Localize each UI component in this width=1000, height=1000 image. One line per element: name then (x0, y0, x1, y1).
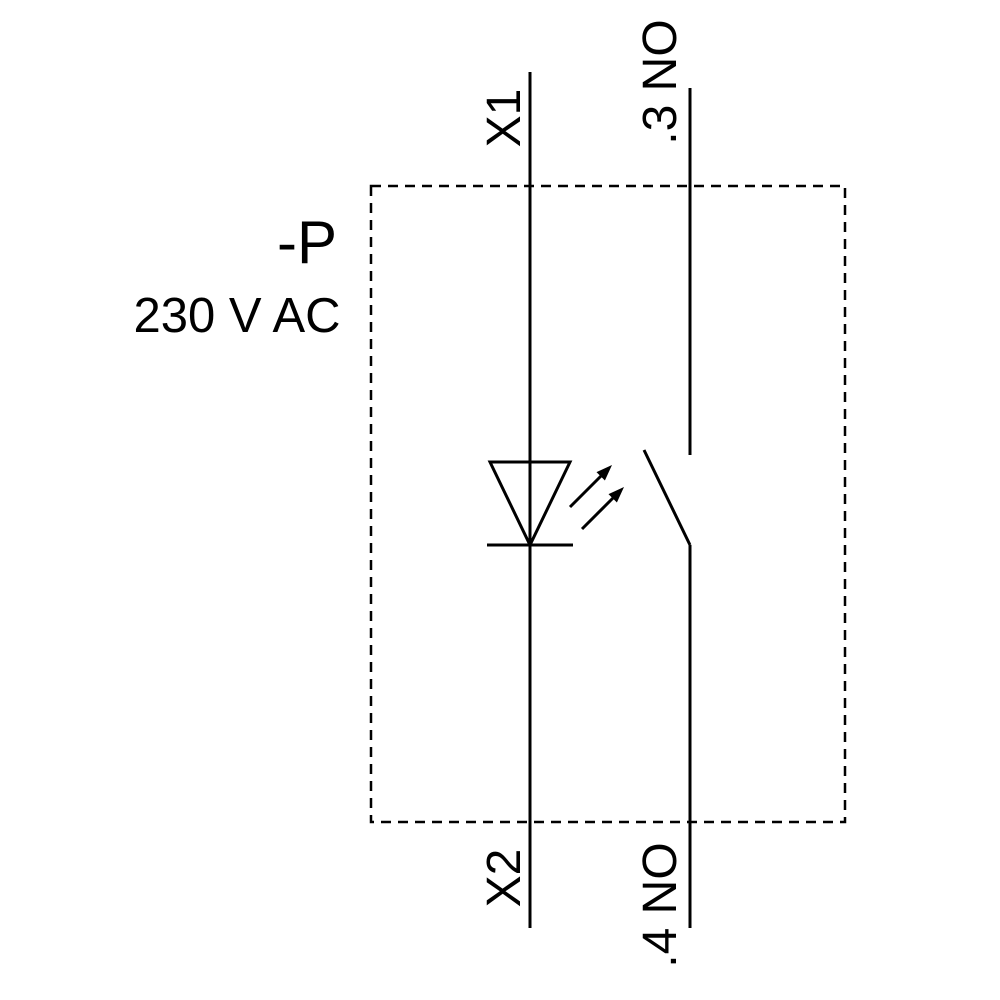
led-emission-arrow-icon (568, 465, 612, 509)
terminal-label-x1: X1 (478, 89, 531, 148)
terminal-label-x2: X2 (478, 849, 531, 908)
led-indicator-icon (487, 460, 624, 549)
device-designation-label: -P (277, 209, 337, 276)
led-triangle (487, 460, 573, 549)
normally-open-contact-icon (642, 449, 692, 546)
terminal-label-no3: .3 NO (634, 19, 687, 144)
device-outline-dashed-box (369, 184, 847, 824)
led-emission-arrow-icon (580, 487, 624, 531)
terminal-label-no4: .4 NO (634, 842, 687, 967)
voltage-rating-label: 230 V AC (133, 289, 340, 343)
